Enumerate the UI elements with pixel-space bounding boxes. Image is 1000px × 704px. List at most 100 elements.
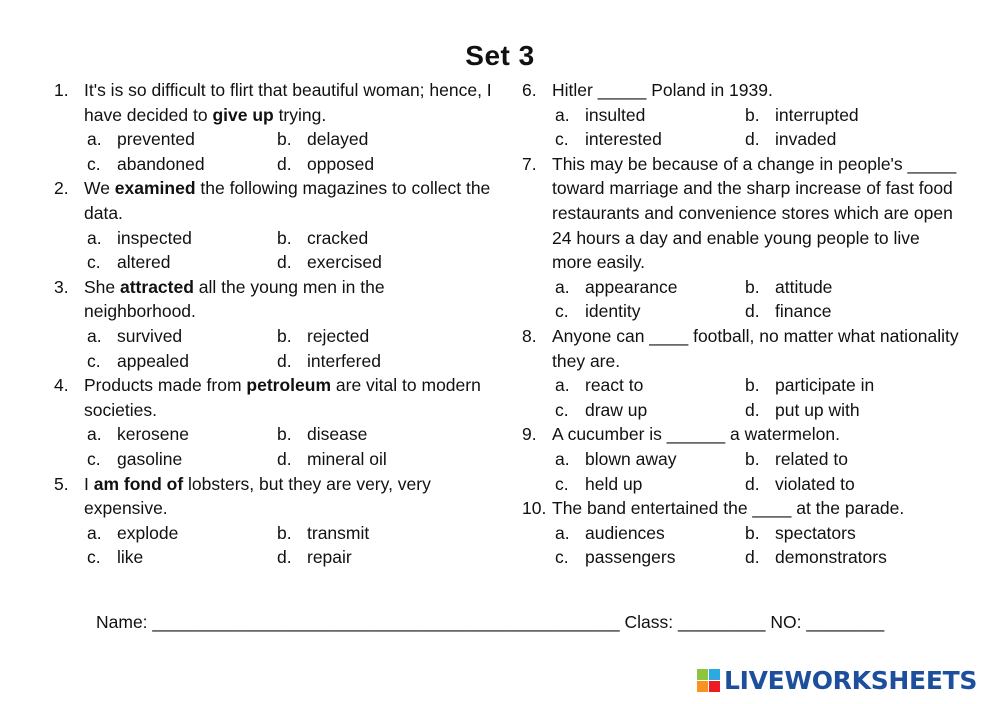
answer-option[interactable]: b.interrupted bbox=[745, 103, 955, 128]
option-letter: d. bbox=[745, 547, 760, 568]
answer-option[interactable]: d.repair bbox=[277, 545, 487, 570]
option-text: appearance bbox=[585, 276, 678, 297]
answer-option[interactable]: a.kerosene bbox=[87, 422, 277, 447]
answer-option[interactable]: d.violated to bbox=[745, 472, 955, 497]
answer-option[interactable]: b.spectators bbox=[745, 521, 955, 546]
answer-option[interactable]: c.appealed bbox=[87, 349, 277, 374]
answer-option[interactable]: d.demonstrators bbox=[745, 545, 955, 570]
answer-option[interactable]: b.delayed bbox=[277, 127, 487, 152]
name-field[interactable]: ________________________________________… bbox=[152, 612, 620, 632]
answer-option[interactable]: a.inspected bbox=[87, 226, 277, 251]
option-letter: c. bbox=[555, 301, 569, 322]
question-number: 6. bbox=[522, 80, 537, 100]
option-text: react to bbox=[585, 375, 644, 396]
answer-option[interactable]: c.altered bbox=[87, 250, 277, 275]
option-text: violated to bbox=[775, 473, 855, 494]
answer-option[interactable]: a.blown away bbox=[555, 447, 745, 472]
option-text: transmit bbox=[307, 522, 370, 543]
option-letter: c. bbox=[87, 153, 101, 174]
question-keyword: examined bbox=[114, 178, 196, 199]
answer-option[interactable]: a.appearance bbox=[555, 275, 745, 300]
answer-option[interactable]: d.opposed bbox=[277, 152, 487, 177]
question-stem: 6. Hitler _____ Poland in 1939. bbox=[522, 78, 962, 103]
left-column: 1.It's is so difficult to flirt that bea… bbox=[54, 78, 494, 570]
question-text: The band entertained the ____ at the par… bbox=[552, 496, 962, 521]
option-letter: a. bbox=[555, 375, 570, 396]
question-text-part: Anyone can ____ football, no matter what… bbox=[552, 325, 959, 371]
question: 1.It's is so difficult to flirt that bea… bbox=[54, 78, 494, 176]
option-text: draw up bbox=[585, 399, 648, 420]
answer-option[interactable]: a. react to bbox=[555, 373, 745, 398]
option-letter: a. bbox=[87, 227, 102, 248]
answer-option[interactable]: b.rejected bbox=[277, 324, 487, 349]
name-label: Name: bbox=[96, 612, 153, 632]
answer-option[interactable]: a.audiences bbox=[555, 521, 745, 546]
answer-option[interactable]: b.cracked bbox=[277, 226, 487, 251]
logo-square-icon bbox=[709, 669, 720, 680]
question: 6. Hitler _____ Poland in 1939. a.insulted… bbox=[522, 78, 962, 152]
option-letter: b. bbox=[745, 448, 760, 469]
answer-option[interactable]: a.survived bbox=[87, 324, 277, 349]
question-text-part: lobsters, but they are very, very expens… bbox=[84, 473, 431, 519]
answer-option[interactable]: c.like bbox=[87, 545, 277, 570]
answer-option[interactable]: c.interested bbox=[555, 127, 745, 152]
answer-option[interactable]: b.related to bbox=[745, 447, 955, 472]
question-text-part: Hitler _____ Poland in 1939. bbox=[552, 80, 773, 100]
option-letter: b. bbox=[277, 424, 292, 445]
option-text: prevented bbox=[117, 129, 195, 150]
answer-option[interactable]: d.mineral oil bbox=[277, 447, 487, 472]
question-stem: 3.She attracted all the young men in the… bbox=[54, 275, 494, 324]
answer-option[interactable]: a.explode bbox=[87, 521, 277, 546]
answer-option[interactable]: b.participate in bbox=[745, 373, 955, 398]
logo-text: LIVEWORKSHEETS bbox=[724, 666, 978, 695]
option-text: attitude bbox=[775, 276, 833, 297]
option-text: abandoned bbox=[117, 153, 205, 174]
option-letter: d. bbox=[745, 301, 760, 322]
class-field[interactable]: _________ bbox=[677, 612, 766, 632]
option-letter: a. bbox=[87, 129, 102, 150]
option-letter: b. bbox=[745, 276, 760, 297]
answer-option[interactable]: b.disease bbox=[277, 422, 487, 447]
option-text: interfered bbox=[307, 350, 381, 371]
page-title: Set 3 bbox=[465, 40, 535, 71]
question-text: Hitler _____ Poland in 1939. bbox=[552, 78, 962, 103]
option-text: altered bbox=[117, 252, 171, 273]
answer-option[interactable]: c.identity bbox=[555, 299, 745, 324]
answer-option[interactable]: d.finance bbox=[745, 299, 955, 324]
question-keyword: petroleum bbox=[246, 375, 332, 396]
answer-option[interactable]: c.held up bbox=[555, 472, 745, 497]
option-letter: d. bbox=[277, 252, 292, 273]
question-text-part: A cucumber is ______ a watermelon. bbox=[552, 424, 840, 445]
question-number: 8. bbox=[522, 325, 537, 346]
option-text: gasoline bbox=[117, 448, 183, 469]
answer-option[interactable]: d.interfered bbox=[277, 349, 487, 374]
question-text-part: I bbox=[84, 473, 94, 494]
question-number: 4. bbox=[54, 375, 69, 396]
option-text: mineral oil bbox=[307, 448, 387, 469]
option-letter: b. bbox=[745, 522, 760, 543]
answer-option[interactable]: c. abandoned bbox=[87, 152, 277, 177]
answer-option[interactable]: a.insulted bbox=[555, 103, 745, 128]
question-text-part: Products made from bbox=[84, 375, 247, 396]
answer-option[interactable]: c.gasoline bbox=[87, 447, 277, 472]
no-field[interactable]: ________ bbox=[806, 612, 885, 632]
option-letter: a. bbox=[555, 448, 570, 469]
answer-option[interactable]: a. prevented bbox=[87, 127, 277, 152]
answer-option[interactable]: c.passengers bbox=[555, 545, 745, 570]
question: 4.Products made from petroleum are vital… bbox=[54, 373, 494, 471]
answer-option[interactable]: b. attitude bbox=[745, 275, 955, 300]
answer-option[interactable]: b.transmit bbox=[277, 521, 487, 546]
answer-option[interactable]: c.draw up bbox=[555, 398, 745, 423]
answer-option[interactable]: d.invaded bbox=[745, 127, 955, 152]
answer-option[interactable]: d.exercised bbox=[277, 250, 487, 275]
answer-option[interactable]: d.put up with bbox=[745, 398, 955, 423]
question-stem: 9.A cucumber is ______ a watermelon. bbox=[522, 422, 962, 447]
option-letter: c. bbox=[555, 473, 569, 494]
option-letter: d. bbox=[745, 129, 760, 150]
no-label: NO: bbox=[765, 612, 807, 632]
question: 3.She attracted all the young men in the… bbox=[54, 275, 494, 373]
option-text: interested bbox=[585, 129, 662, 150]
option-letter: b. bbox=[277, 325, 292, 346]
